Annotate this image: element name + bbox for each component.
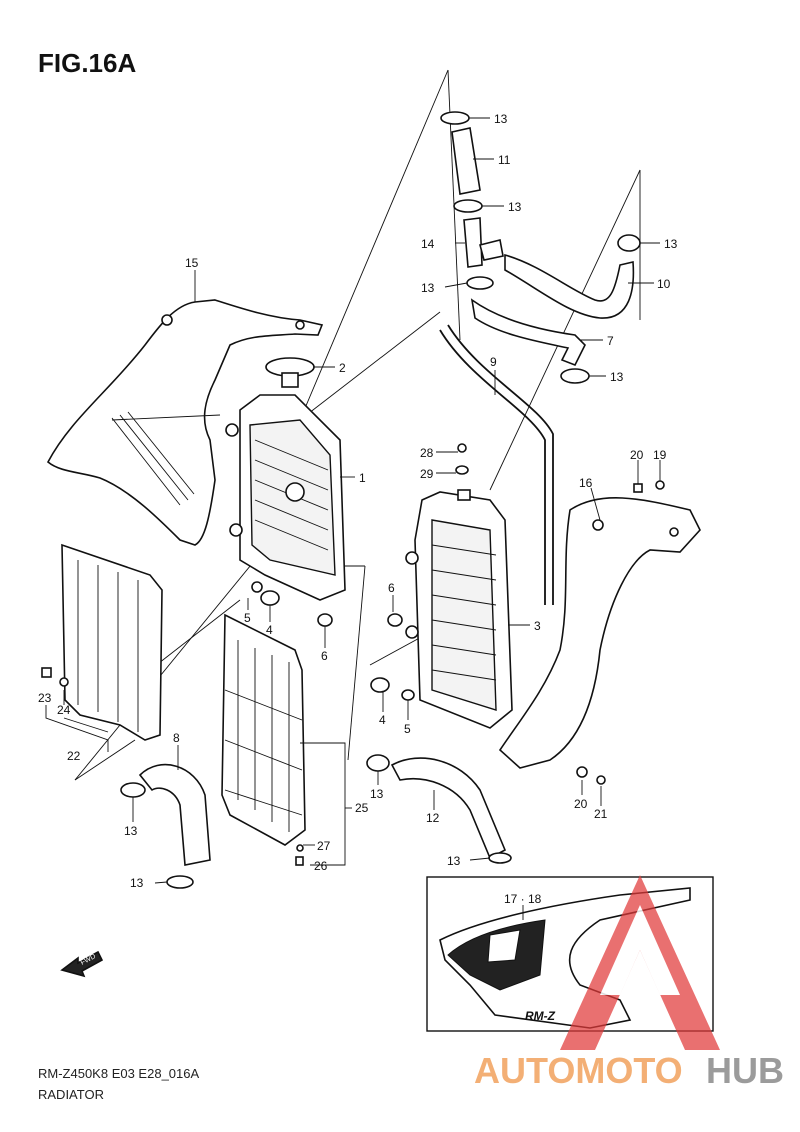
right-radiator-shroud[interactable]: [498, 497, 701, 769]
right-radiator[interactable]: [405, 489, 513, 729]
callout-2: 2: [339, 361, 346, 375]
watermark-logo: AUTOMOTO HUB: [474, 875, 784, 1091]
hoses[interactable]: [138, 127, 635, 866]
callout-13: 13: [447, 854, 461, 868]
callout-13: 13: [130, 876, 144, 890]
callout-19: 19: [653, 448, 667, 462]
callout-13: 13: [494, 112, 508, 126]
hose-clamps[interactable]: [120, 111, 641, 889]
leader-lines: [45, 117, 661, 920]
callout-13: 13: [610, 370, 624, 384]
callout-6: 6: [388, 581, 395, 595]
callout-26: 26: [314, 859, 328, 873]
callout-8: 8: [173, 731, 180, 745]
watermark-text-part1: AUTOMOTO: [474, 1050, 683, 1091]
callout-11: 11: [498, 153, 511, 167]
callout-24: 24: [57, 703, 71, 717]
callout-13: 13: [508, 200, 522, 214]
callout-16: 16: [579, 476, 593, 490]
callout-1: 1: [359, 471, 366, 485]
diagram-code: RM-Z450K8 E03 E28_016A: [38, 1066, 200, 1081]
callout-6: 6: [321, 649, 328, 663]
callout-29: 29: [420, 467, 434, 481]
radiator-cap[interactable]: [265, 357, 315, 388]
callout-15: 15: [185, 256, 199, 270]
callout-3: 3: [534, 619, 541, 633]
callout-27: 27: [317, 839, 331, 853]
callout-14: 14: [421, 237, 435, 251]
left-radiator-shroud[interactable]: [46, 299, 324, 546]
callout-4: 4: [379, 713, 386, 727]
callout-9: 9: [490, 355, 497, 369]
callout-5: 5: [404, 722, 411, 736]
decal-logo-text: RM-Z: [525, 1009, 556, 1023]
left-radiator-guard[interactable]: [41, 543, 163, 741]
watermark-text-part2: HUB: [706, 1050, 784, 1091]
callout-numbers: 13 11 13 14 13 10 13 7 13 9 2 15 1 3 28 …: [38, 112, 678, 906]
decal-label: 17 · 18: [504, 892, 542, 906]
diagram-caption: RADIATOR: [38, 1087, 104, 1102]
callout-22: 22: [67, 749, 81, 763]
callout-12: 12: [426, 811, 440, 825]
figure-title: FIG.16A: [38, 48, 137, 78]
callout-5: 5: [244, 611, 251, 625]
callout-4: 4: [266, 623, 273, 637]
callout-13: 13: [124, 824, 138, 838]
callout-7: 7: [607, 334, 614, 348]
callout-28: 28: [420, 446, 434, 460]
callout-10: 10: [657, 277, 671, 291]
callout-20: 20: [630, 448, 644, 462]
callout-21: 21: [594, 807, 608, 821]
callout-13: 13: [664, 237, 678, 251]
callout-13: 13: [370, 787, 384, 801]
left-radiator[interactable]: [225, 394, 346, 601]
callout-13: 13: [421, 281, 435, 295]
forward-arrow-icon: FWD: [60, 950, 104, 978]
callout-25: 25: [355, 801, 369, 815]
callout-23: 23: [38, 691, 52, 705]
callout-20: 20: [574, 797, 588, 811]
right-radiator-guard[interactable]: [221, 613, 306, 846]
